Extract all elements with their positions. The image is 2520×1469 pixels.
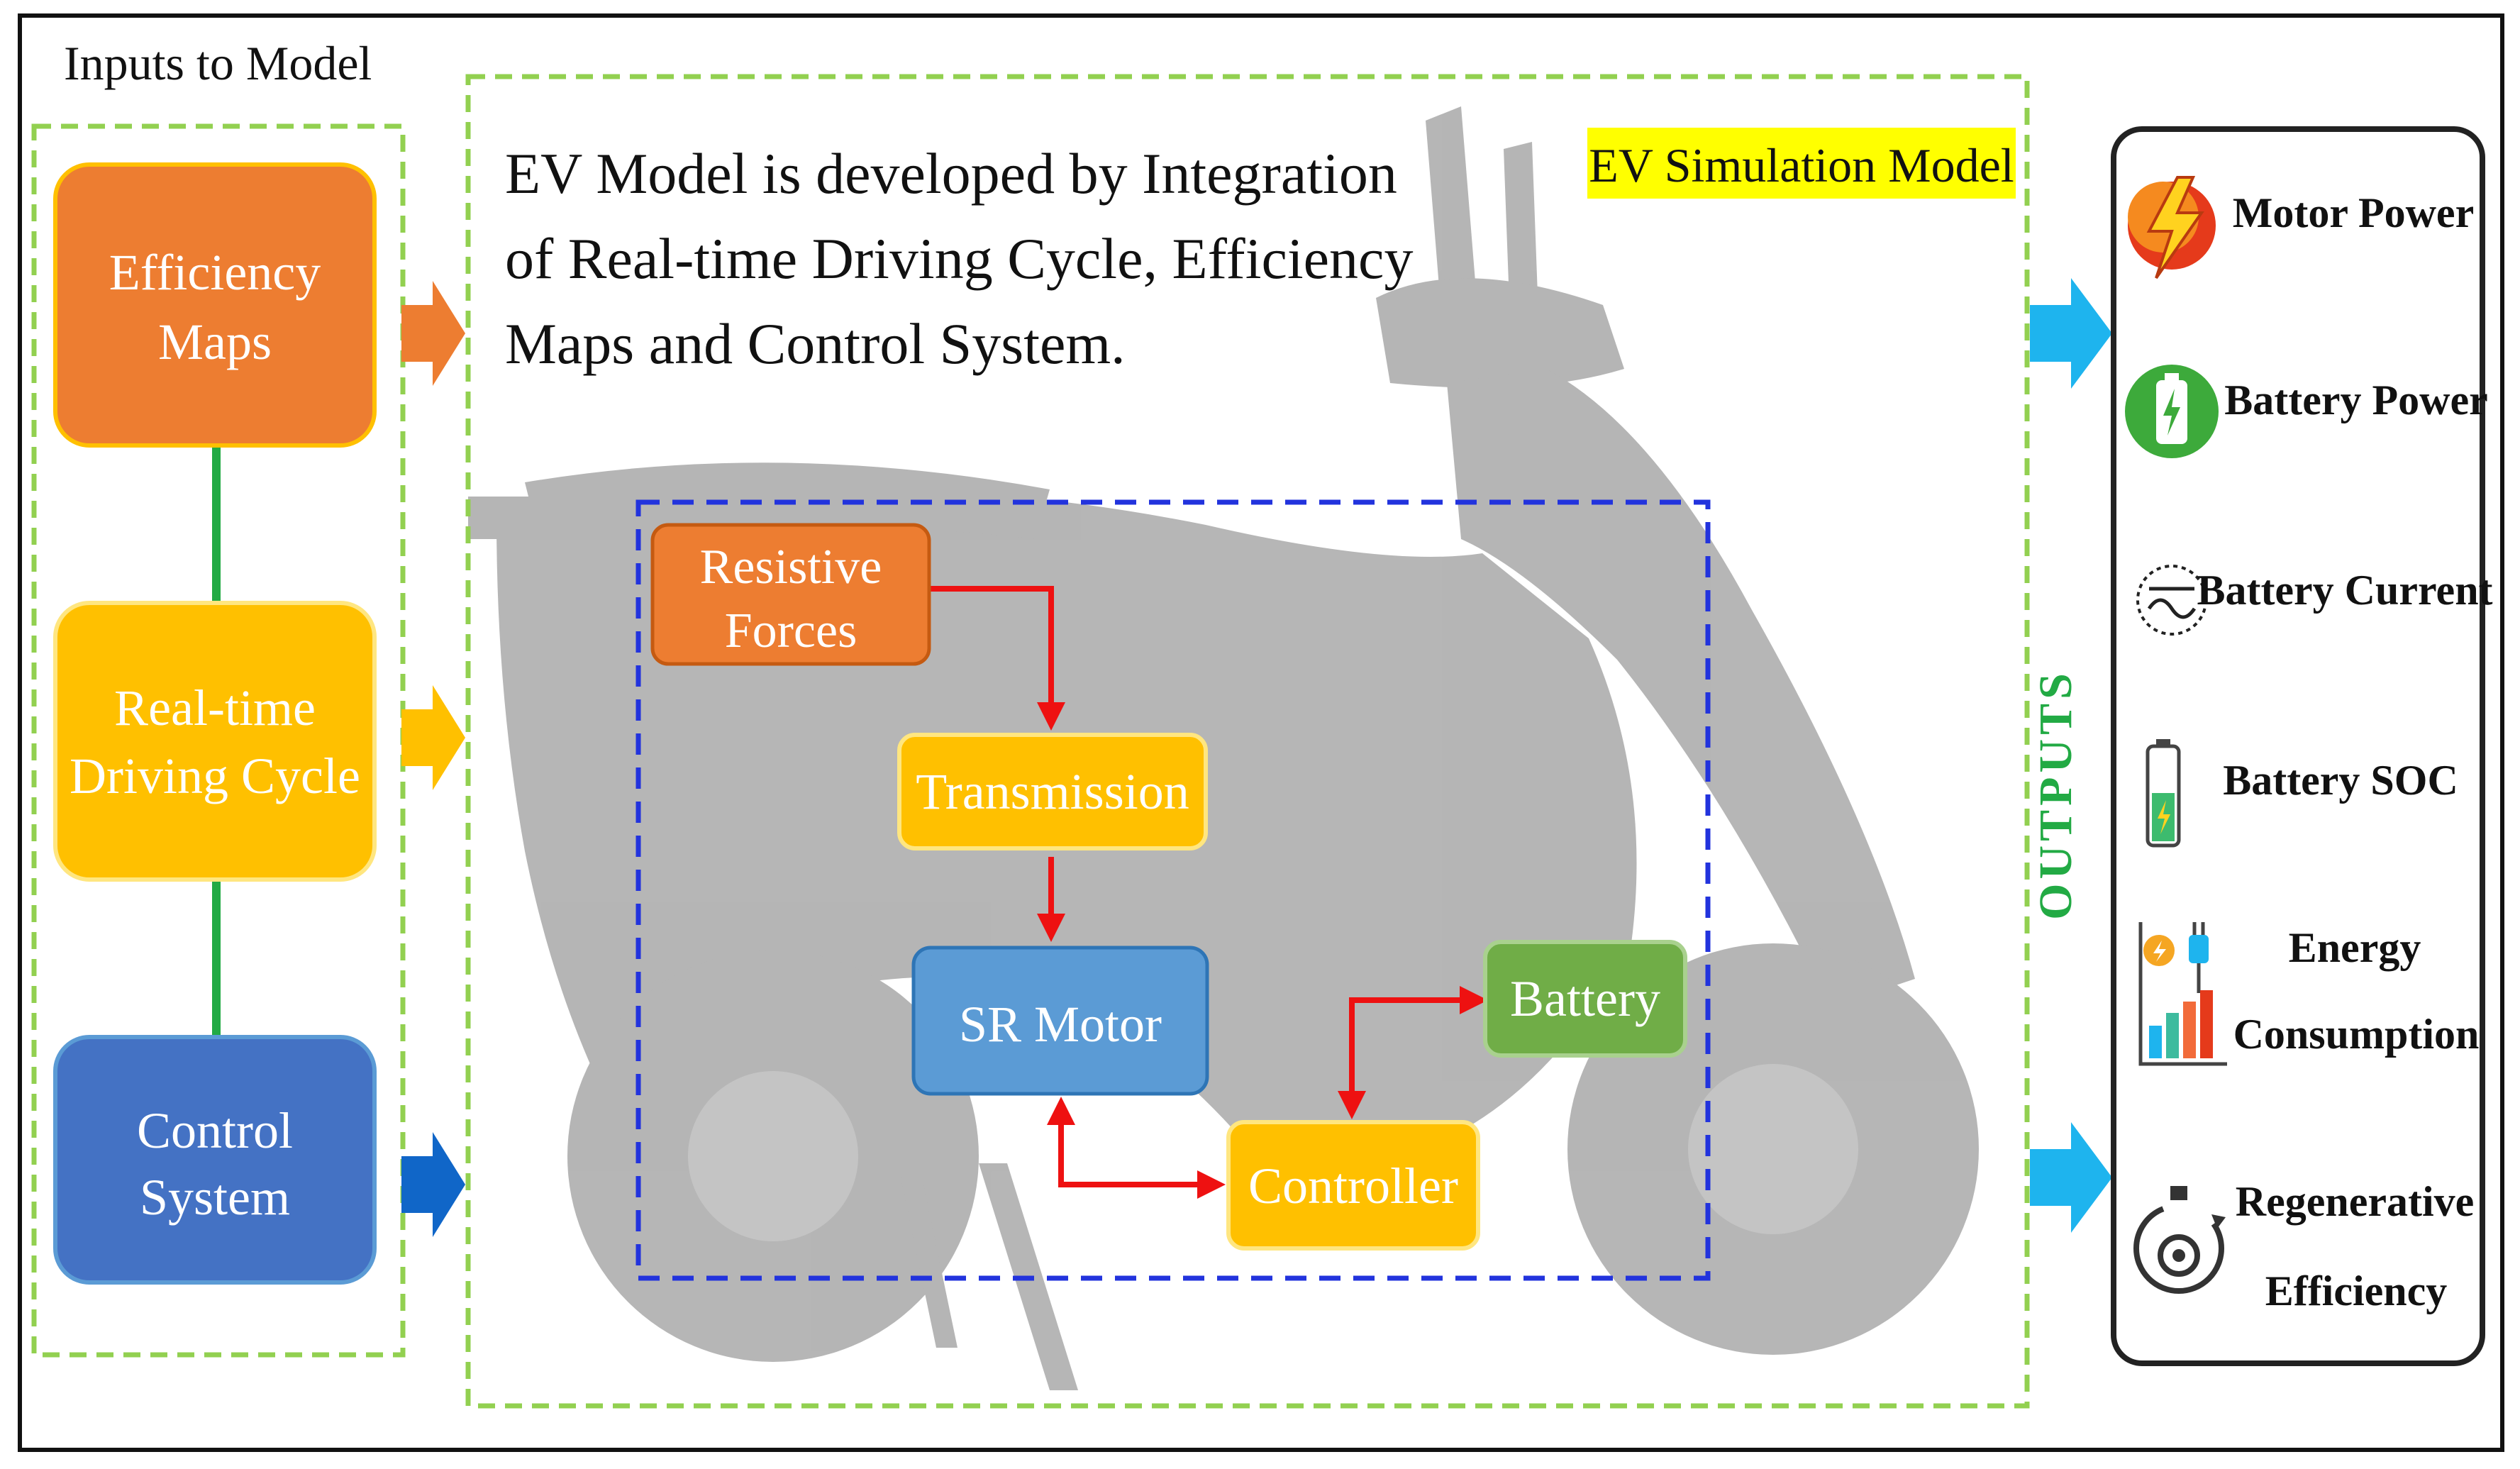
transmission-box	[897, 733, 1208, 850]
front-hub-decor	[1688, 1064, 1858, 1234]
energy-consumption-label-2: Consumption	[2233, 1011, 2480, 1058]
driving-cycle-label-1: Real-time	[114, 680, 316, 736]
model-title-highlight	[1587, 128, 2016, 199]
output-arrow-bottom-icon	[2030, 1122, 2112, 1233]
model-dashed-border	[465, 74, 2030, 1409]
control-system-label-1: Control	[137, 1102, 293, 1159]
description-line-2: of Real-time Driving Cycle, Efficiency	[505, 226, 1413, 291]
battery-label: Battery	[1510, 970, 1660, 1027]
sr-motor-box	[911, 946, 1209, 1096]
regenerative-efficiency-label-2: Efficiency	[2265, 1268, 2448, 1314]
battery-soc-label: Battery SOC	[2223, 757, 2458, 804]
battery-soc-icon	[2146, 739, 2181, 848]
driving-cycle-box	[53, 601, 377, 882]
regenerative-efficiency-icon	[2133, 1186, 2226, 1294]
motor-power-icon	[2128, 176, 2216, 279]
sr-motor-label: SR Motor	[959, 996, 1162, 1053]
control-system-label-2: System	[140, 1169, 290, 1226]
resistive-forces-label-2: Forces	[725, 604, 857, 658]
outputs-label: OUTPUTS	[2030, 669, 2082, 920]
efficiency-maps-label-2: Maps	[158, 314, 272, 370]
regenerative-efficiency-label-1: Regenerative	[2236, 1178, 2475, 1225]
resistive-forces-box	[650, 523, 931, 666]
battery-current-icon	[2136, 565, 2207, 636]
battery-box	[1483, 940, 1687, 1058]
energy-consumption-label-1: Energy	[2289, 924, 2421, 971]
output-arrow-top-icon	[2030, 278, 2112, 389]
controller-box	[1226, 1120, 1480, 1251]
resistive-forces-label-1: Resistive	[700, 540, 882, 594]
powertrain-dashed-border	[635, 499, 1711, 1281]
battery-current-label: Battery Current	[2197, 567, 2492, 614]
controller-label: Controller	[1248, 1158, 1458, 1214]
inputs-title: Inputs to Model	[64, 36, 372, 90]
rear-hub-decor	[688, 1071, 858, 1241]
battery-power-label: Battery Power	[2224, 377, 2487, 423]
efficiency-maps-label-1: Efficiency	[109, 244, 321, 301]
efficiency-arrow-icon	[401, 281, 465, 386]
model-title: EV Simulation Model	[1589, 138, 2014, 192]
flow-motor-controller	[1047, 1097, 1226, 1199]
flow-resistive-to-transmission	[929, 586, 1065, 731]
energy-consumption-icon	[2138, 922, 2227, 1066]
driving-cycle-label-2: Driving Cycle	[70, 748, 360, 804]
driving-cycle-arrow-icon	[401, 685, 465, 790]
transmission-label: Transmission	[916, 763, 1189, 820]
control-system-box	[53, 1035, 377, 1285]
battery-power-icon	[2125, 365, 2219, 458]
description-line-3: Maps and Control System.	[505, 311, 1126, 376]
motor-power-label: Motor Power	[2233, 189, 2474, 236]
flow-controller-battery	[1338, 986, 1488, 1119]
efficiency-maps-box	[53, 162, 377, 448]
description-line-1: EV Model is developed by Integration	[505, 141, 1397, 206]
control-system-arrow-icon	[401, 1132, 465, 1237]
